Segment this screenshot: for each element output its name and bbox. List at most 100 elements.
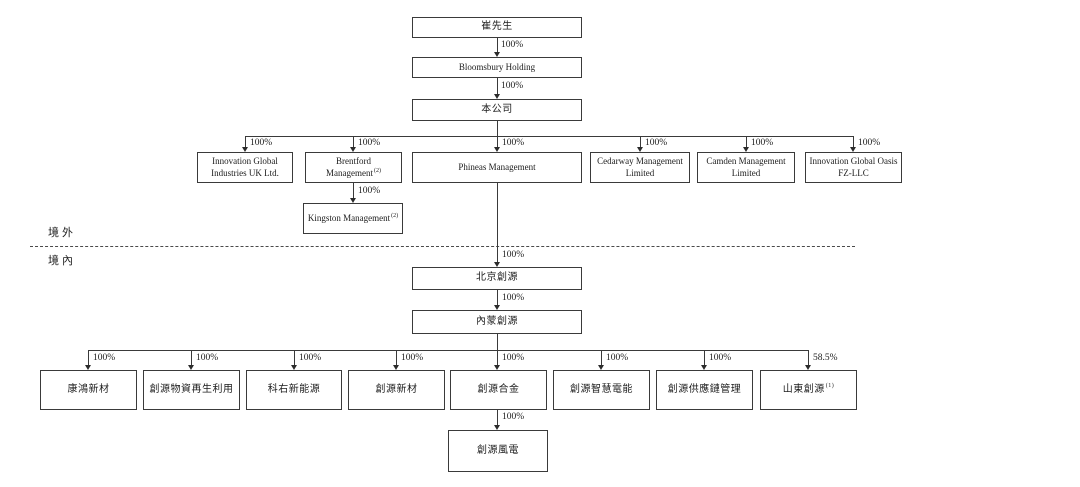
connector-vline <box>497 121 498 136</box>
ownership-percentage: 100% <box>751 138 774 148</box>
ownership-percentage: 100% <box>502 412 525 422</box>
node-label: 康鴻新材 <box>67 383 110 395</box>
region-label-onshore: 境內 <box>48 255 76 267</box>
connector-vline <box>497 183 498 262</box>
arrowhead-down <box>598 365 604 370</box>
arrowhead-down <box>242 147 248 152</box>
node-label: 創源新材 <box>375 383 418 395</box>
ownership-percentage: 100% <box>299 353 322 363</box>
node-label: 山東創源(1) <box>782 383 835 395</box>
ownership-percentage: 100% <box>250 138 273 148</box>
arrowhead-down <box>350 198 356 203</box>
ownership-percentage: 100% <box>606 353 629 363</box>
ownership-percentage: 100% <box>196 353 219 363</box>
connector-vline <box>353 136 354 147</box>
node-the-company: 本公司 <box>412 99 582 121</box>
arrowhead-down <box>85 365 91 370</box>
ownership-percentage: 100% <box>502 353 525 363</box>
node-label: 創源智慧電能 <box>570 383 633 395</box>
connector-vline <box>191 350 192 365</box>
connector-vline <box>245 136 246 147</box>
node-camden-management: Camden Management Limited <box>697 152 795 183</box>
node-label: 本公司 <box>481 103 513 115</box>
arrowhead-down <box>291 365 297 370</box>
connector-vline <box>497 78 498 94</box>
node-kanghong-xincai: 康鴻新材 <box>40 370 137 410</box>
ownership-percentage: 100% <box>645 138 668 148</box>
node-label: Kingston Management(2) <box>307 212 399 223</box>
ownership-percentage: 100% <box>501 40 524 50</box>
node-innovation-global-uk: Innovation Global Industries UK Ltd. <box>197 152 293 183</box>
ownership-percentage: 100% <box>93 353 116 363</box>
connector-vline <box>497 136 498 147</box>
node-chuangyuan-hejin: 創源合金 <box>450 370 547 410</box>
node-chuangyuan-gongyinglian: 創源供應鏈管理 <box>656 370 753 410</box>
node-kingston-management: Kingston Management(2) <box>303 203 403 234</box>
node-label: 崔先生 <box>481 21 513 33</box>
connector-vline <box>396 350 397 365</box>
node-label: Innovation Global Industries UK Ltd. <box>211 156 279 178</box>
node-neimeng-chuangyuan: 內蒙創源 <box>412 310 582 334</box>
node-label: Phineas Management <box>458 161 536 172</box>
node-chuangyuan-fengdian: 創源風電 <box>448 430 548 472</box>
connector-vline <box>497 334 498 350</box>
arrowhead-down <box>494 94 500 99</box>
node-chuangyuan-zhihui: 創源智慧電能 <box>553 370 650 410</box>
ownership-percentage: 100% <box>709 353 732 363</box>
arrowhead-down <box>494 305 500 310</box>
node-label: Brentford Management(2) <box>326 156 381 178</box>
connector-vline <box>704 350 705 365</box>
ownership-percentage: 100% <box>502 250 525 260</box>
node-phineas-management: Phineas Management <box>412 152 582 183</box>
ownership-percentage: 58.5% <box>813 353 838 363</box>
connector-vline <box>497 38 498 52</box>
connector-vline <box>808 350 809 365</box>
node-label: Cedarway Management Limited <box>597 156 683 178</box>
node-innovation-global-oasis: Innovation Global Oasis FZ-LLC <box>805 152 902 183</box>
connector-vline <box>497 290 498 305</box>
node-label: 創源物資再生利用 <box>149 383 234 395</box>
arrowhead-down <box>393 365 399 370</box>
node-label: 北京創源 <box>476 272 518 284</box>
connector-vline <box>640 136 641 147</box>
node-chuangyuan-wuzi: 創源物資再生利用 <box>143 370 240 410</box>
arrowhead-down <box>188 365 194 370</box>
node-label: 創源合金 <box>477 383 520 395</box>
arrowhead-down <box>494 52 500 57</box>
node-keyou-xinnengyuan: 科右新能源 <box>246 370 342 410</box>
connector-vline <box>497 350 498 365</box>
connector-vline <box>497 410 498 425</box>
node-shandong-chuangyuan: 山東創源(1) <box>760 370 857 410</box>
arrowhead-down <box>701 365 707 370</box>
connector-vline <box>88 350 89 365</box>
node-cedarway-management: Cedarway Management Limited <box>590 152 690 183</box>
ownership-percentage: 100% <box>358 138 381 148</box>
node-chuangyuan-xincai: 創源新材 <box>348 370 445 410</box>
arrowhead-down <box>494 365 500 370</box>
connector-hline <box>88 350 808 351</box>
connector-vline <box>853 136 854 147</box>
ownership-percentage: 100% <box>502 138 525 148</box>
footnote-ref: (2) <box>373 167 381 174</box>
ownership-percentage: 100% <box>358 186 381 196</box>
arrowhead-down <box>494 147 500 152</box>
node-label: 創源風電 <box>477 444 519 456</box>
arrowhead-down <box>494 262 500 267</box>
arrowhead-down <box>637 147 643 152</box>
node-beijing-chuangyuan: 北京創源 <box>412 267 582 290</box>
footnote-ref: (1) <box>825 383 835 390</box>
node-label: Innovation Global Oasis FZ-LLC <box>809 156 898 178</box>
connector-vline <box>353 183 354 198</box>
node-bloomsbury-holding: Bloomsbury Holding <box>412 57 582 78</box>
arrowhead-down <box>494 425 500 430</box>
ownership-percentage: 100% <box>858 138 881 148</box>
node-brentford-management: Brentford Management(2) <box>305 152 402 183</box>
offshore-onshore-divider <box>30 246 855 247</box>
arrowhead-down <box>850 147 856 152</box>
node-label: 創源供應鏈管理 <box>667 383 742 395</box>
ownership-percentage: 100% <box>502 293 525 303</box>
ownership-percentage: 100% <box>501 81 524 91</box>
region-label-offshore: 境外 <box>48 227 76 239</box>
connector-vline <box>746 136 747 147</box>
